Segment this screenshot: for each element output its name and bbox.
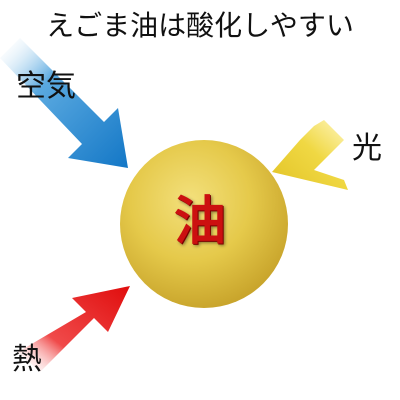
- heat-label: 熱: [12, 342, 42, 377]
- page-title: えごま油は酸化しやすい: [46, 9, 354, 42]
- air-arrow: [0, 38, 128, 168]
- light-arrow: [272, 120, 348, 190]
- heat-arrow: [18, 286, 130, 372]
- light-label: 光: [352, 131, 382, 166]
- oil-sphere: [120, 140, 288, 308]
- air-label: 空気: [16, 69, 76, 104]
- oil-label: 油: [173, 192, 226, 252]
